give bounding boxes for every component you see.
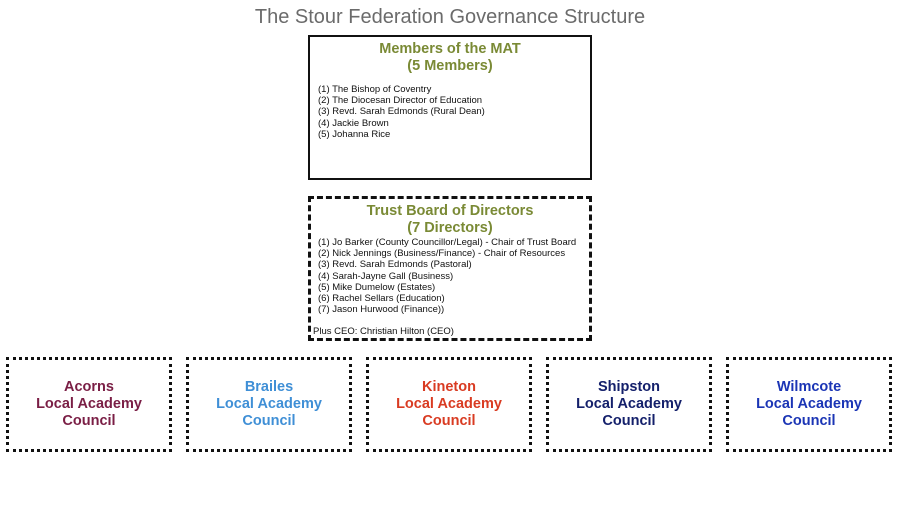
council-name: Brailes xyxy=(244,379,294,395)
list-item: (5) Johanna Rice xyxy=(318,128,391,140)
council-line2: Local Academy xyxy=(756,396,862,412)
list-item: (4) Jackie Brown xyxy=(318,117,389,129)
list-item: (5) Mike Dumelow (Estates) xyxy=(318,281,436,293)
trust-heading-line1: Trust Board of Directors xyxy=(366,203,534,219)
council-line2: Local Academy xyxy=(216,396,322,412)
directors-list: (1) Jo Barker (County Councillor/Legal) … xyxy=(311,237,589,315)
council-name: Shipston xyxy=(597,379,661,395)
list-item: (1) The Bishop of Coventry xyxy=(318,84,432,95)
council-acorns: Acorns Local Academy Council xyxy=(6,357,172,452)
ceo-note: Plus CEO: Christian Hilton (CEO) xyxy=(313,326,454,338)
council-name: Kineton xyxy=(422,379,476,395)
council-kineton: Kineton Local Academy Council xyxy=(366,357,532,452)
trust-heading-line2: (7 Directors) xyxy=(407,220,493,236)
list-item: (2) The Diocesan Director of Education xyxy=(318,95,483,107)
members-heading: Members of the MAT (5 Members) xyxy=(310,41,590,75)
members-heading-line1: Members of the MAT xyxy=(379,41,521,57)
council-shipston: Shipston Local Academy Council xyxy=(546,357,712,452)
list-item: (4) Sarah-Jayne Gall (Business) xyxy=(318,270,454,282)
council-name: Wilmcote xyxy=(776,379,842,395)
members-list: (1) The Bishop of Coventry (2) The Dioce… xyxy=(310,84,590,140)
list-item: (7) Jason Hurwood (Finance)) xyxy=(318,304,445,316)
members-heading-line2: (5 Members) xyxy=(407,58,493,74)
list-item: (1) Jo Barker (County Councillor/Legal) … xyxy=(318,237,577,248)
page-title: The Stour Federation Governance Structur… xyxy=(254,6,646,28)
council-line2: Local Academy xyxy=(396,396,502,412)
trust-heading: Trust Board of Directors (7 Directors) xyxy=(311,203,589,237)
list-item: (2) Nick Jennings (Business/Finance) - C… xyxy=(318,248,566,260)
members-box: Members of the MAT (5 Members) (1) The B… xyxy=(308,35,592,180)
council-line3: Council xyxy=(782,413,836,429)
council-wilmcote: Wilmcote Local Academy Council xyxy=(726,357,892,452)
list-item: (6) Rachel Sellars (Education) xyxy=(318,293,445,305)
council-name: Acorns xyxy=(64,379,114,395)
trust-board-box: Trust Board of Directors (7 Directors) (… xyxy=(308,196,592,341)
list-item: (3) Revd. Sarah Edmonds (Rural Dean) xyxy=(318,106,485,118)
council-brailes: Brailes Local Academy Council xyxy=(186,357,352,452)
council-line3: Council xyxy=(422,413,476,429)
council-line3: Council xyxy=(62,413,116,429)
list-item: (3) Revd. Sarah Edmonds (Pastoral) xyxy=(318,259,472,271)
council-line2: Local Academy xyxy=(36,396,142,412)
council-line3: Council xyxy=(242,413,296,429)
council-line3: Council xyxy=(602,413,656,429)
council-line2: Local Academy xyxy=(576,396,682,412)
